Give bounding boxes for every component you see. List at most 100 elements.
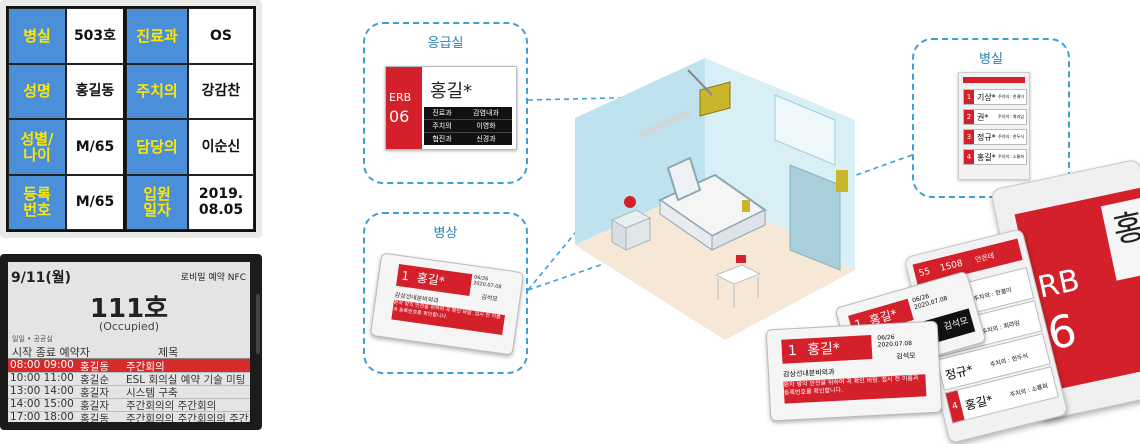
flower-vase bbox=[624, 196, 636, 208]
device-ward-row-number: 4 bbox=[945, 390, 965, 423]
door-display bbox=[836, 170, 848, 192]
window bbox=[774, 94, 836, 166]
device-ward-num: 55 bbox=[917, 266, 932, 280]
er-code-panel: ERB 06 bbox=[386, 67, 422, 149]
connector-ward bbox=[847, 154, 913, 179]
schedule-row[interactable]: 17:00 18:00 홍길동 주간회의의 주간회의의 주간회의 bbox=[8, 411, 250, 422]
callout-bed: 병상 1 홍길* 06/26 2020.07.08 김석모 감상선내분비외과 환… bbox=[363, 212, 528, 374]
label-attending: 주치의 bbox=[126, 63, 188, 119]
row-title: 주간회의의 주간회의의 주간회의 bbox=[126, 413, 250, 422]
ward-row: 1 기상* 주치의 : 한결이 bbox=[963, 89, 1027, 105]
label-admit-date: 입원 일자 bbox=[126, 174, 188, 230]
ward-row-number: 4 bbox=[964, 150, 974, 164]
room-number: 111호 bbox=[89, 294, 169, 324]
er-code: ERB bbox=[389, 91, 412, 104]
ward-row-doctor: 주치의 : 최라임 bbox=[998, 114, 1024, 119]
label-dept: 진료과 bbox=[126, 8, 188, 64]
callout-ward: 병실 1 기상* 주치의 : 한결이 2 권* 주치의 : 최라임 3 정규* … bbox=[912, 38, 1070, 198]
row-time: 17:00 18:00 bbox=[10, 411, 74, 422]
ward-row-number: 2 bbox=[964, 110, 974, 124]
row-name: 홍길순 bbox=[80, 374, 109, 386]
value-admit-date: 2019. 08.05 bbox=[188, 174, 254, 230]
bed-tag-display: 1 홍길* 06/26 2020.07.08 김석모 감상선내분비외과 환자 방… bbox=[369, 252, 525, 356]
ward-row: 4 홍길* 주치의 : 소룡희 bbox=[963, 149, 1027, 165]
er-info-row: 진료과 감염내과 bbox=[424, 107, 512, 120]
value-sex-age: M/65 bbox=[66, 119, 126, 175]
row-time: 08:00 09:00 bbox=[10, 359, 74, 371]
ward-row-name: 권* bbox=[977, 113, 989, 122]
row-title: 주간회의 bbox=[126, 361, 165, 373]
device-side-button bbox=[256, 294, 260, 354]
label-name: 성명 bbox=[8, 63, 66, 119]
value-reg-no: M/65 bbox=[66, 174, 126, 230]
row-name: 홍길자 bbox=[80, 387, 109, 399]
bed-tag-number: 1 bbox=[400, 268, 411, 284]
schedule-row[interactable]: 08:00 09:00 홍길동 주간회의 bbox=[8, 359, 250, 373]
room-note: 일일 • 공공실 bbox=[12, 335, 53, 343]
er-info-row: 주치의 이영화 bbox=[424, 120, 512, 133]
er-display: ERB 06 홍길* 진료과 감염내과 주치의 이영화 협진과 신경과 bbox=[385, 66, 517, 150]
label-reg-no: 등록 번호 bbox=[8, 174, 66, 230]
device-large-name: 홍 bbox=[1100, 196, 1140, 281]
ward-row-name: 기상* bbox=[977, 93, 996, 102]
value-charge: 이순신 bbox=[188, 119, 254, 175]
device-front-doctor: 김석모 bbox=[896, 351, 916, 361]
ward-row-doctor: 주치의 : 소룡희 bbox=[998, 154, 1024, 159]
device-front-dept: 감상선내분비외과 bbox=[782, 368, 835, 379]
ward-row-doctor: 주치의 : 한결이 bbox=[998, 94, 1024, 99]
value-name: 홍길동 bbox=[66, 63, 126, 119]
er-info-row: 협진과 신경과 bbox=[424, 133, 512, 145]
ward-display: 1 기상* 주치의 : 한결이 2 권* 주치의 : 최라임 3 정규* 주치의… bbox=[958, 72, 1030, 180]
device-ward-row-name: 정규* bbox=[943, 362, 975, 383]
row-title: 시스템 구축 bbox=[126, 387, 178, 399]
callout-bed-title: 병상 bbox=[433, 226, 458, 241]
connector-er bbox=[527, 95, 701, 101]
er-info-value: 신경과 bbox=[476, 135, 496, 143]
ward-row: 3 정규* 주치의 : 한두식 bbox=[963, 129, 1027, 145]
er-info-key: 협진과 bbox=[432, 135, 452, 143]
ward-row-name: 정규* bbox=[977, 133, 996, 142]
er-number: 06 bbox=[389, 107, 410, 126]
ward-row-doctor: 주치의 : 한두식 bbox=[998, 134, 1024, 139]
device-front-date: 06/26 2020.07.08 bbox=[877, 333, 913, 349]
er-info-value: 감염내과 bbox=[473, 109, 499, 117]
label-sex-age: 성별/ 나이 bbox=[8, 119, 66, 175]
er-info-key: 진료과 bbox=[432, 109, 452, 117]
schedule-row[interactable]: 13:00 14:00 홍길자 시스템 구축 bbox=[8, 385, 250, 399]
ward-row-number: 3 bbox=[964, 130, 974, 144]
room-date: 9/11(월) bbox=[11, 270, 72, 286]
device-front-name: 홍길* bbox=[806, 340, 841, 359]
device-ward-row-doctor: 주치의 : 한결이 bbox=[972, 286, 1013, 303]
er-info-key: 주치의 bbox=[432, 122, 452, 130]
device-ward-row-name: 홍길* bbox=[963, 392, 995, 413]
value-dept: OS bbox=[188, 8, 254, 64]
device-bed-tag-front: 1 홍길* 06/26 2020.07.08 김석모 감상선내분비외과 환자 방… bbox=[765, 320, 943, 422]
row-time: 10:00 11:00 bbox=[10, 372, 74, 384]
schedule-header-title: 제목 bbox=[158, 346, 179, 359]
device-large-code: RB bbox=[1034, 262, 1083, 306]
device-dark-date: 06/26 2020.07.08 bbox=[911, 292, 949, 312]
row-time: 13:00 14:00 bbox=[10, 385, 74, 397]
schedule-row[interactable]: 10:00 11:00 홍길순 ESL 회의실 예약 기술 미팅 bbox=[8, 372, 250, 386]
device-ward-row-doctor: 주치의 : 소룡희 bbox=[1009, 382, 1049, 399]
er-patient-name: 홍길* bbox=[430, 81, 473, 102]
value-attending: 강감찬 bbox=[188, 63, 254, 119]
row-name: 홍길동 bbox=[80, 413, 109, 422]
device-front-number: 1 bbox=[787, 342, 798, 360]
ward-row-number: 1 bbox=[964, 90, 974, 104]
row-title: 주간회의의 주간회의 bbox=[126, 400, 217, 412]
bed-tag-name: 홍길* bbox=[415, 270, 446, 289]
schedule-row[interactable]: 14:00 15:00 홍길자 주간회의의 주간회의 bbox=[8, 398, 250, 412]
callout-er: 응급실 ERB 06 홍길* 진료과 감염내과 주치의 이영화 협진과 신경과 bbox=[363, 22, 528, 184]
room-signal-status: 로비밀 예약 NFC bbox=[180, 273, 246, 283]
room-status: (Occupied) bbox=[98, 320, 160, 333]
device-front-warning: 환자 방의 안전을 위하여 꼭 확인 바람. 접시 전 이름과 등록번호를 확인… bbox=[783, 374, 927, 404]
ward-row-name: 홍길* bbox=[977, 153, 996, 162]
row-name: 홍길동 bbox=[80, 361, 109, 373]
door bbox=[789, 164, 841, 271]
bed-tag-mark bbox=[742, 200, 750, 212]
bed-tag-date: 06/26 2020.07.08 bbox=[472, 274, 502, 291]
device-front-header: 1 홍길* bbox=[781, 335, 873, 364]
patient-info-grid: 병실 503호 진료과 OS 성명 홍길동 주치의 강감찬 성별/ 나이 M/6… bbox=[6, 6, 256, 232]
